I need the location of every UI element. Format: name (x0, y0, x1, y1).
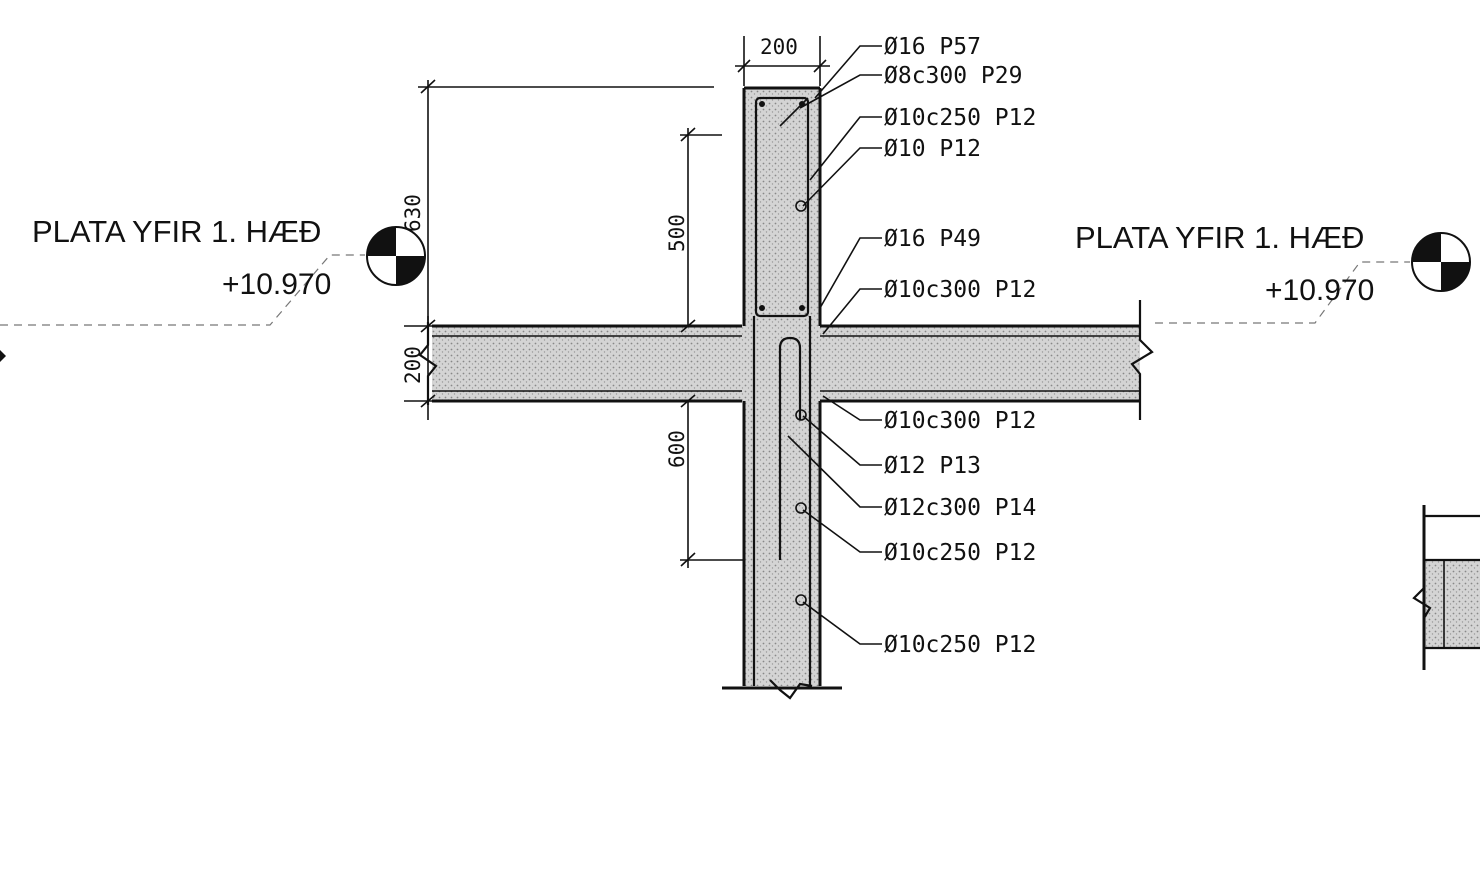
rebar-leaders (787, 45, 882, 645)
level-line-right (1155, 261, 1410, 324)
rebar-label: Ø10c250 P12 (884, 105, 1036, 131)
level-title-right: PLATA YFIR 1. HÆÐ (1075, 220, 1364, 255)
slab-break-right (1130, 300, 1154, 420)
rebar-label: Ø10c300 P12 (884, 277, 1036, 303)
dim-bottom-lap-label: 600 (665, 430, 689, 468)
level-elevation-left: +10.970 (222, 268, 331, 301)
dim-top-total-label: 630 (401, 194, 425, 232)
adjacent-detail-fragment (1412, 505, 1480, 670)
rebar-label: Ø10 P12 (884, 136, 981, 162)
level-elevation-right: +10.970 (1265, 274, 1374, 307)
dim-wall-width-label: 200 (760, 35, 798, 59)
dim-slab-thickness (404, 316, 440, 420)
rebar-label: Ø12 P13 (884, 453, 981, 479)
rebar-label: Ø10c250 P12 (884, 632, 1036, 658)
rebar-label: Ø10c250 P12 (884, 540, 1036, 566)
dim-wall-width (735, 36, 830, 86)
rebar-label: Ø16 P49 (884, 226, 981, 252)
arrow-left-edge-icon (0, 350, 6, 362)
rebar-label: Ø16 P57 (884, 34, 981, 60)
wall (722, 86, 842, 700)
level-title-left: PLATA YFIR 1. HÆÐ (32, 214, 321, 249)
level-marker-left-icon (366, 226, 426, 286)
rebar-label: Ø10c300 P12 (884, 408, 1036, 434)
rebar-label: Ø12c300 P14 (884, 495, 1036, 521)
dim-top-lap-label: 500 (665, 214, 689, 252)
level-marker-right-icon (1411, 232, 1471, 292)
dim-slab-thickness-label: 200 (401, 346, 425, 384)
dim-top-total (418, 79, 714, 333)
rebar-label: Ø8c300 P29 (884, 63, 1022, 89)
level-line-left (0, 254, 365, 326)
dim-top-lap (680, 127, 722, 333)
dim-bottom-lap (680, 394, 744, 568)
